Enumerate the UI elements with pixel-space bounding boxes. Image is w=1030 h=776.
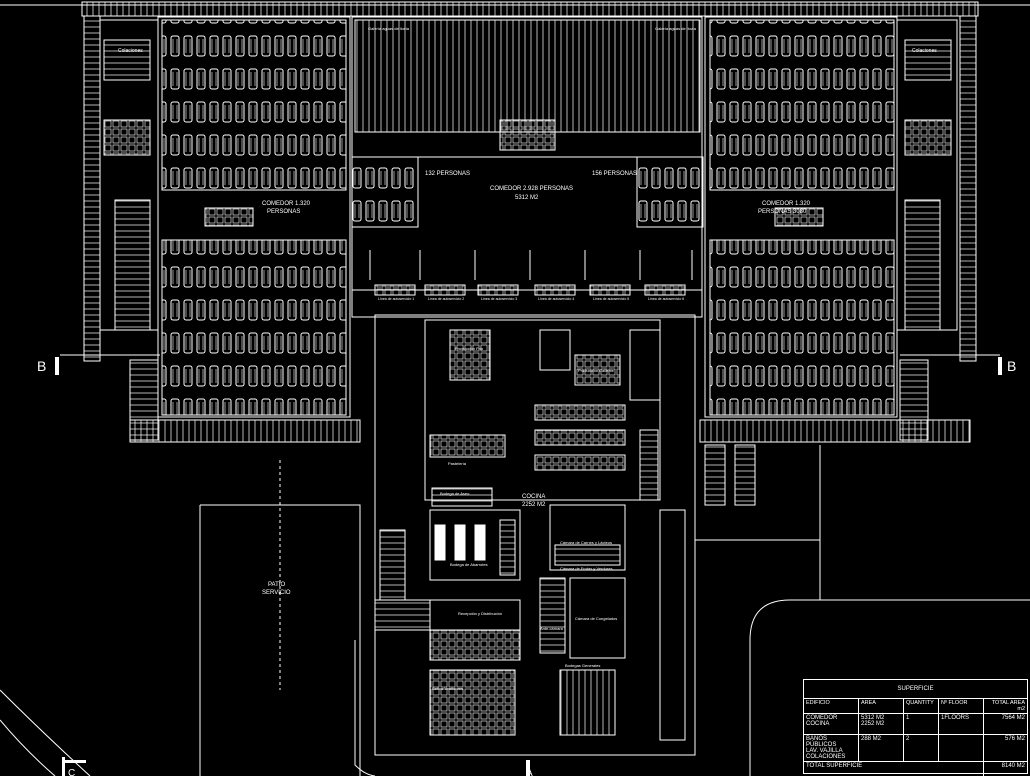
surface-table-title: SUPERFICIE [804,680,1027,699]
kitchen-room-label: Ante-cámara [540,626,564,631]
label-persons-right: 156 PERSONAS [592,171,637,177]
total-label: TOTAL SUPERFICIE [804,762,984,776]
label-comedor-center: COMEDOR 2.928 PERSONAS [490,186,573,192]
header-cell: AREA [859,699,904,713]
table-row: BAÑOS PÚBLICOS LAV. VAJILLA COLACIONES 2… [804,735,1027,762]
section-b-right-label: B [1007,358,1016,374]
label-colaciones-right: Colaciones [912,48,937,54]
cell-total: 576 M2 [1004,736,1025,742]
label-cocina: COCINA [522,494,545,500]
cell-floor [939,735,984,761]
label-patio: PATIO [268,582,285,588]
kitchen-block [374,314,696,756]
line-label: Línea de autoservicio 5 [593,297,629,301]
cell-total: 7564 M2 [1001,715,1025,721]
label-comedor-left-sub: PERSONAS [267,209,300,215]
section-a-label: A [526,768,533,776]
cell-floor: 1FLOORS [939,714,984,734]
site-lines [0,444,1030,776]
section-markers [55,357,1002,776]
label-comedor-center-area: 5312 M2 [515,195,539,201]
kitchen-room-label: Producción Frío [455,346,484,351]
header-cell: EDIFICIO [804,699,859,713]
kitchen-room-label: Producción Caliente [578,368,615,373]
label-cocina-area: 2252 M2 [522,502,546,508]
header-cell: Nº FLOOR [939,699,984,713]
line-label: Línea de autoservicio 1 [378,297,414,301]
total-row: TOTAL SUPERFICIE 8140 M2 [804,762,1027,776]
line-label: Línea de autoservicio 3 [481,297,517,301]
cell-quantity: 1 [904,714,939,734]
building-perimeter [0,1,1030,443]
center-dining-hall [351,16,704,318]
line-label: Línea de autoservicio 4 [538,297,574,301]
header-cell: TOTAL AREA m2 [991,700,1025,712]
cell-area: 5312 M2 2252 M2 [859,714,904,734]
section-b-left-label: B [37,358,46,374]
section-c-label: C [68,768,75,776]
label-gallery-right: Galería aguas de lluvia [655,26,697,31]
kitchen-room-label: Recepción y Distribución [458,611,502,616]
label-comedor-right: COMEDOR 1.320 [762,201,811,207]
table-row: COMEDOR COCINA 5312 M2 2252 M2 1 1FLOORS… [804,714,1027,735]
kitchen-room-label: Bodega de Aseo [440,491,470,496]
label-patio-sub: SERVICIO [262,590,291,596]
line-label: Línea de autoservicio 6 [648,297,684,301]
kitchen-room-label: Bodegas Generales [565,663,600,668]
kitchen-room-label: Cámara de Congelados [575,616,617,621]
kitchen-room-label: Baños Vestidores [432,686,463,691]
right-dining-hall [704,16,958,418]
cell-edificio: COMEDOR COCINA [804,714,859,734]
label-colaciones-left: Colaciones [118,48,143,54]
label-comedor-left: COMEDOR 1.320 [262,201,311,207]
label-gallery-left: Galería aguas de lluvia [368,26,410,31]
line-label: Línea de autoservicio 2 [428,297,464,301]
surface-table-header: EDIFICIO AREA QUANTITY Nº FLOOR TOTAL AR… [804,699,1027,714]
cell-edificio: BAÑOS PÚBLICOS LAV. VAJILLA COLACIONES [804,735,859,761]
kitchen-room-label: Cámara de Frutas y Verduras [560,566,612,571]
left-dining-hall [99,16,351,418]
surface-table: SUPERFICIE EDIFICIO AREA QUANTITY Nº FLO… [803,679,1028,776]
label-comedor-right-sub: PERSONAS 3080 [758,209,807,215]
cell-quantity: 2 [904,735,939,761]
header-cell: QUANTITY [904,699,939,713]
cell-area: 288 M2 [859,735,904,761]
kitchen-room-label: Cámara de Carnes y Lácteos [560,540,612,545]
total-value: 8140 M2 [1001,763,1025,769]
label-persons-left: 132 PERSONAS [425,171,470,177]
kitchen-room-label: Pastelería [448,461,467,466]
kitchen-room-label: Bodega de Abarrotes [450,562,488,567]
